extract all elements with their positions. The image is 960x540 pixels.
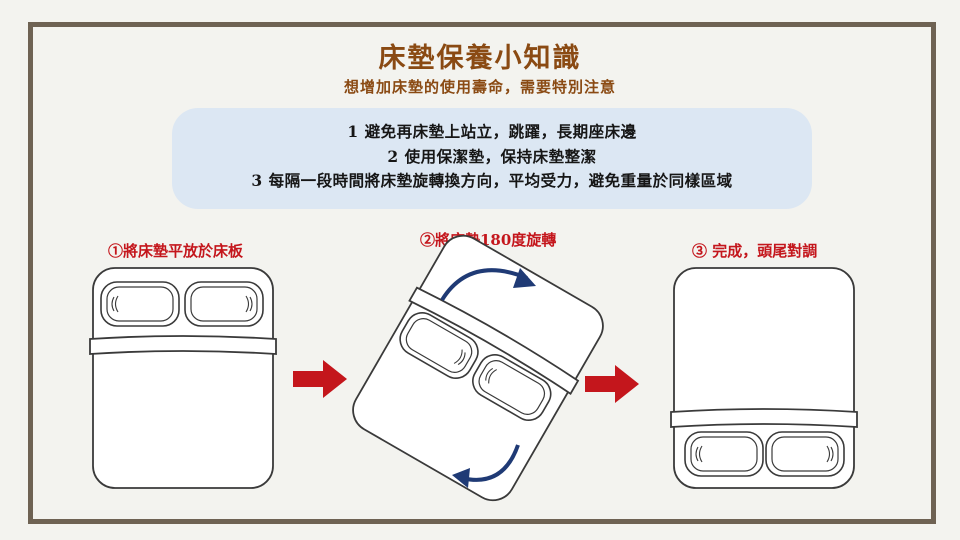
arrow-right-icon	[585, 365, 639, 403]
pillow-icon	[184, 281, 264, 327]
rotate-arrow-bottom-icon	[452, 444, 520, 488]
page-title: 床墊保養小知識	[378, 43, 582, 74]
pillow-icon	[684, 431, 764, 477]
bed-step-1	[89, 267, 277, 489]
tip-3: 3 每隔一段時間將床墊旋轉換方向，平均受力，避免重量於同樣區域	[251, 171, 733, 190]
pillow-icon	[100, 281, 180, 327]
pillow-icon	[765, 431, 845, 477]
tip-1: 1 避免再床墊上站立，跳躍，長期座床邊	[347, 122, 637, 141]
step-3-label: ③ 完成，頭尾對調	[692, 242, 818, 260]
arrow-right-icon	[293, 360, 347, 398]
tips-box: 1 避免再床墊上站立，跳躍，長期座床邊 2 使用保潔墊，保持床墊整潔 3 每隔一…	[172, 108, 812, 209]
tip-2: 2 使用保潔墊，保持床墊整潔	[387, 146, 597, 166]
page-subtitle: 想增加床墊的使用壽命，需要特別注意	[343, 78, 616, 96]
bed-step-3	[670, 267, 858, 489]
rotate-arrow-top-icon	[440, 268, 536, 302]
step-1-label: ①將床墊平放於床板	[108, 242, 244, 260]
